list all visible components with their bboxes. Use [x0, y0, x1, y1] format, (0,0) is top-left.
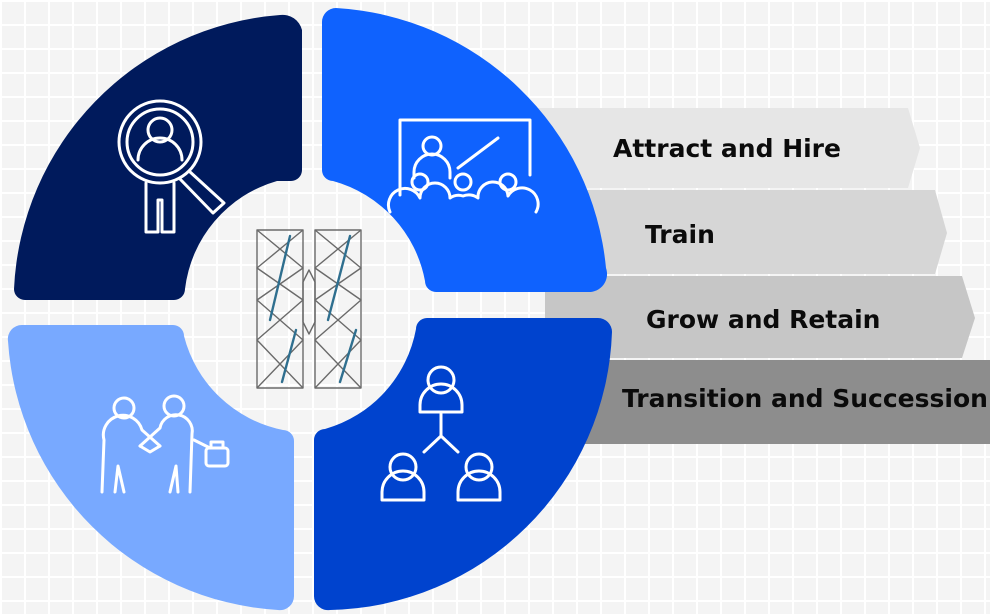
- quadrant-attract: [14, 14, 302, 300]
- step-grow-and-retain: Grow and Retain: [545, 276, 975, 358]
- quadrant-ring: [7, 8, 612, 611]
- quadrant-grow: [313, 318, 612, 611]
- org-hierarchy-icon: [380, 365, 502, 502]
- banner-grow-and-retain: [545, 276, 975, 358]
- label-transition-and-succession: Transition and Succession: [622, 384, 988, 413]
- banner-train: [540, 190, 947, 274]
- handshake-icon: [100, 394, 230, 494]
- banner-attract-and-hire: [520, 108, 920, 188]
- step-attract-and-hire: Attract and Hire: [520, 108, 920, 188]
- step-banners: Attract and Hire Train Grow and Retain T…: [520, 108, 990, 444]
- label-grow-and-retain: Grow and Retain: [646, 305, 881, 334]
- presentation-audience-icon: [386, 118, 540, 214]
- step-transition-and-succession: Transition and Succession: [545, 360, 990, 444]
- quadrant-transition: [7, 324, 295, 611]
- quadrant-train: [322, 8, 608, 293]
- step-train: Train: [540, 190, 947, 274]
- label-attract-and-hire: Attract and Hire: [613, 134, 841, 163]
- mainframe-server-icon: [256, 229, 362, 389]
- label-train: Train: [645, 220, 715, 249]
- banner-transition-and-succession: [545, 360, 990, 444]
- magnifier-person-icon: [117, 99, 226, 234]
